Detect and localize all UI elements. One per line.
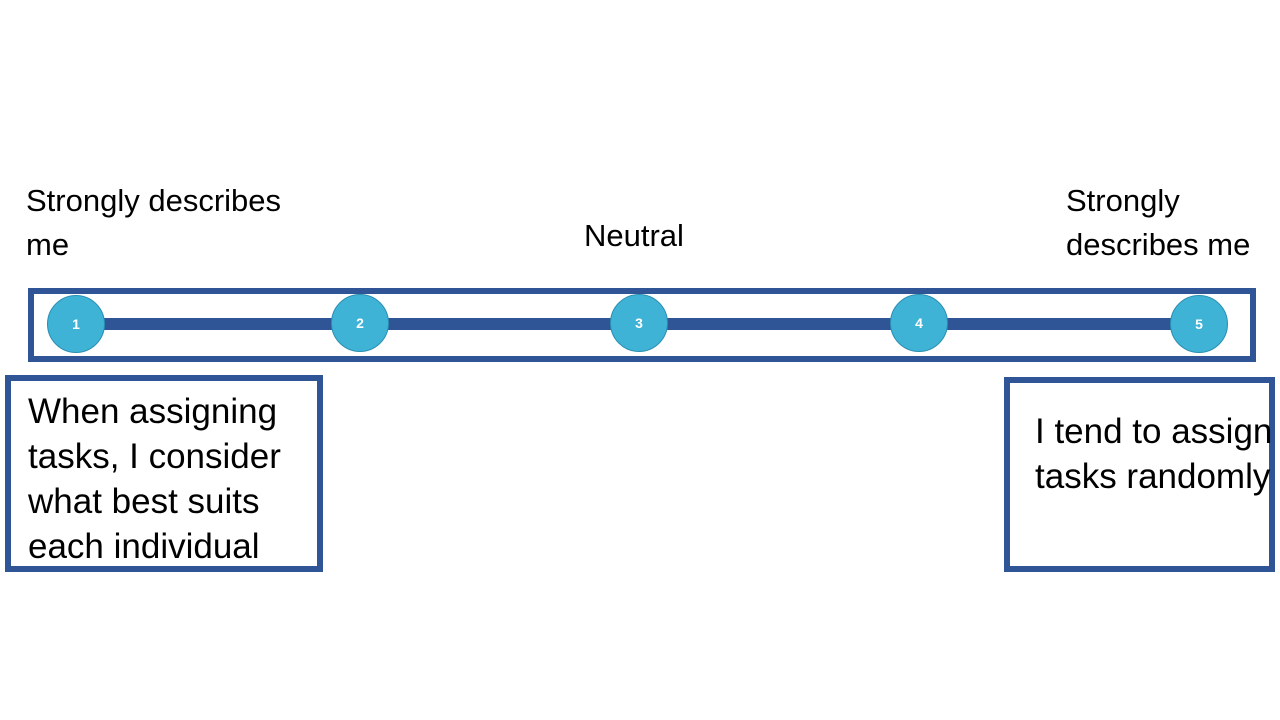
right-statement-box: I tend to assign tasks randomly [1004, 377, 1275, 572]
scale-point-1[interactable]: 1 [47, 295, 105, 353]
scale-point-2[interactable]: 2 [331, 294, 389, 352]
scale-point-5[interactable]: 5 [1170, 295, 1228, 353]
scale-point-3[interactable]: 3 [610, 294, 668, 352]
right-statement-text: I tend to assign tasks randomly [1035, 412, 1273, 496]
neutral-label: Neutral [584, 218, 684, 253]
left-anchor-label: Strongly describes me [26, 183, 282, 262]
scale-point-4[interactable]: 4 [890, 294, 948, 352]
left-statement-box: When assigning tasks, I consider what be… [5, 375, 323, 572]
right-anchor-label: Strongly describes me [1066, 183, 1251, 262]
left-statement-text: When assigning tasks, I consider what be… [28, 392, 281, 566]
